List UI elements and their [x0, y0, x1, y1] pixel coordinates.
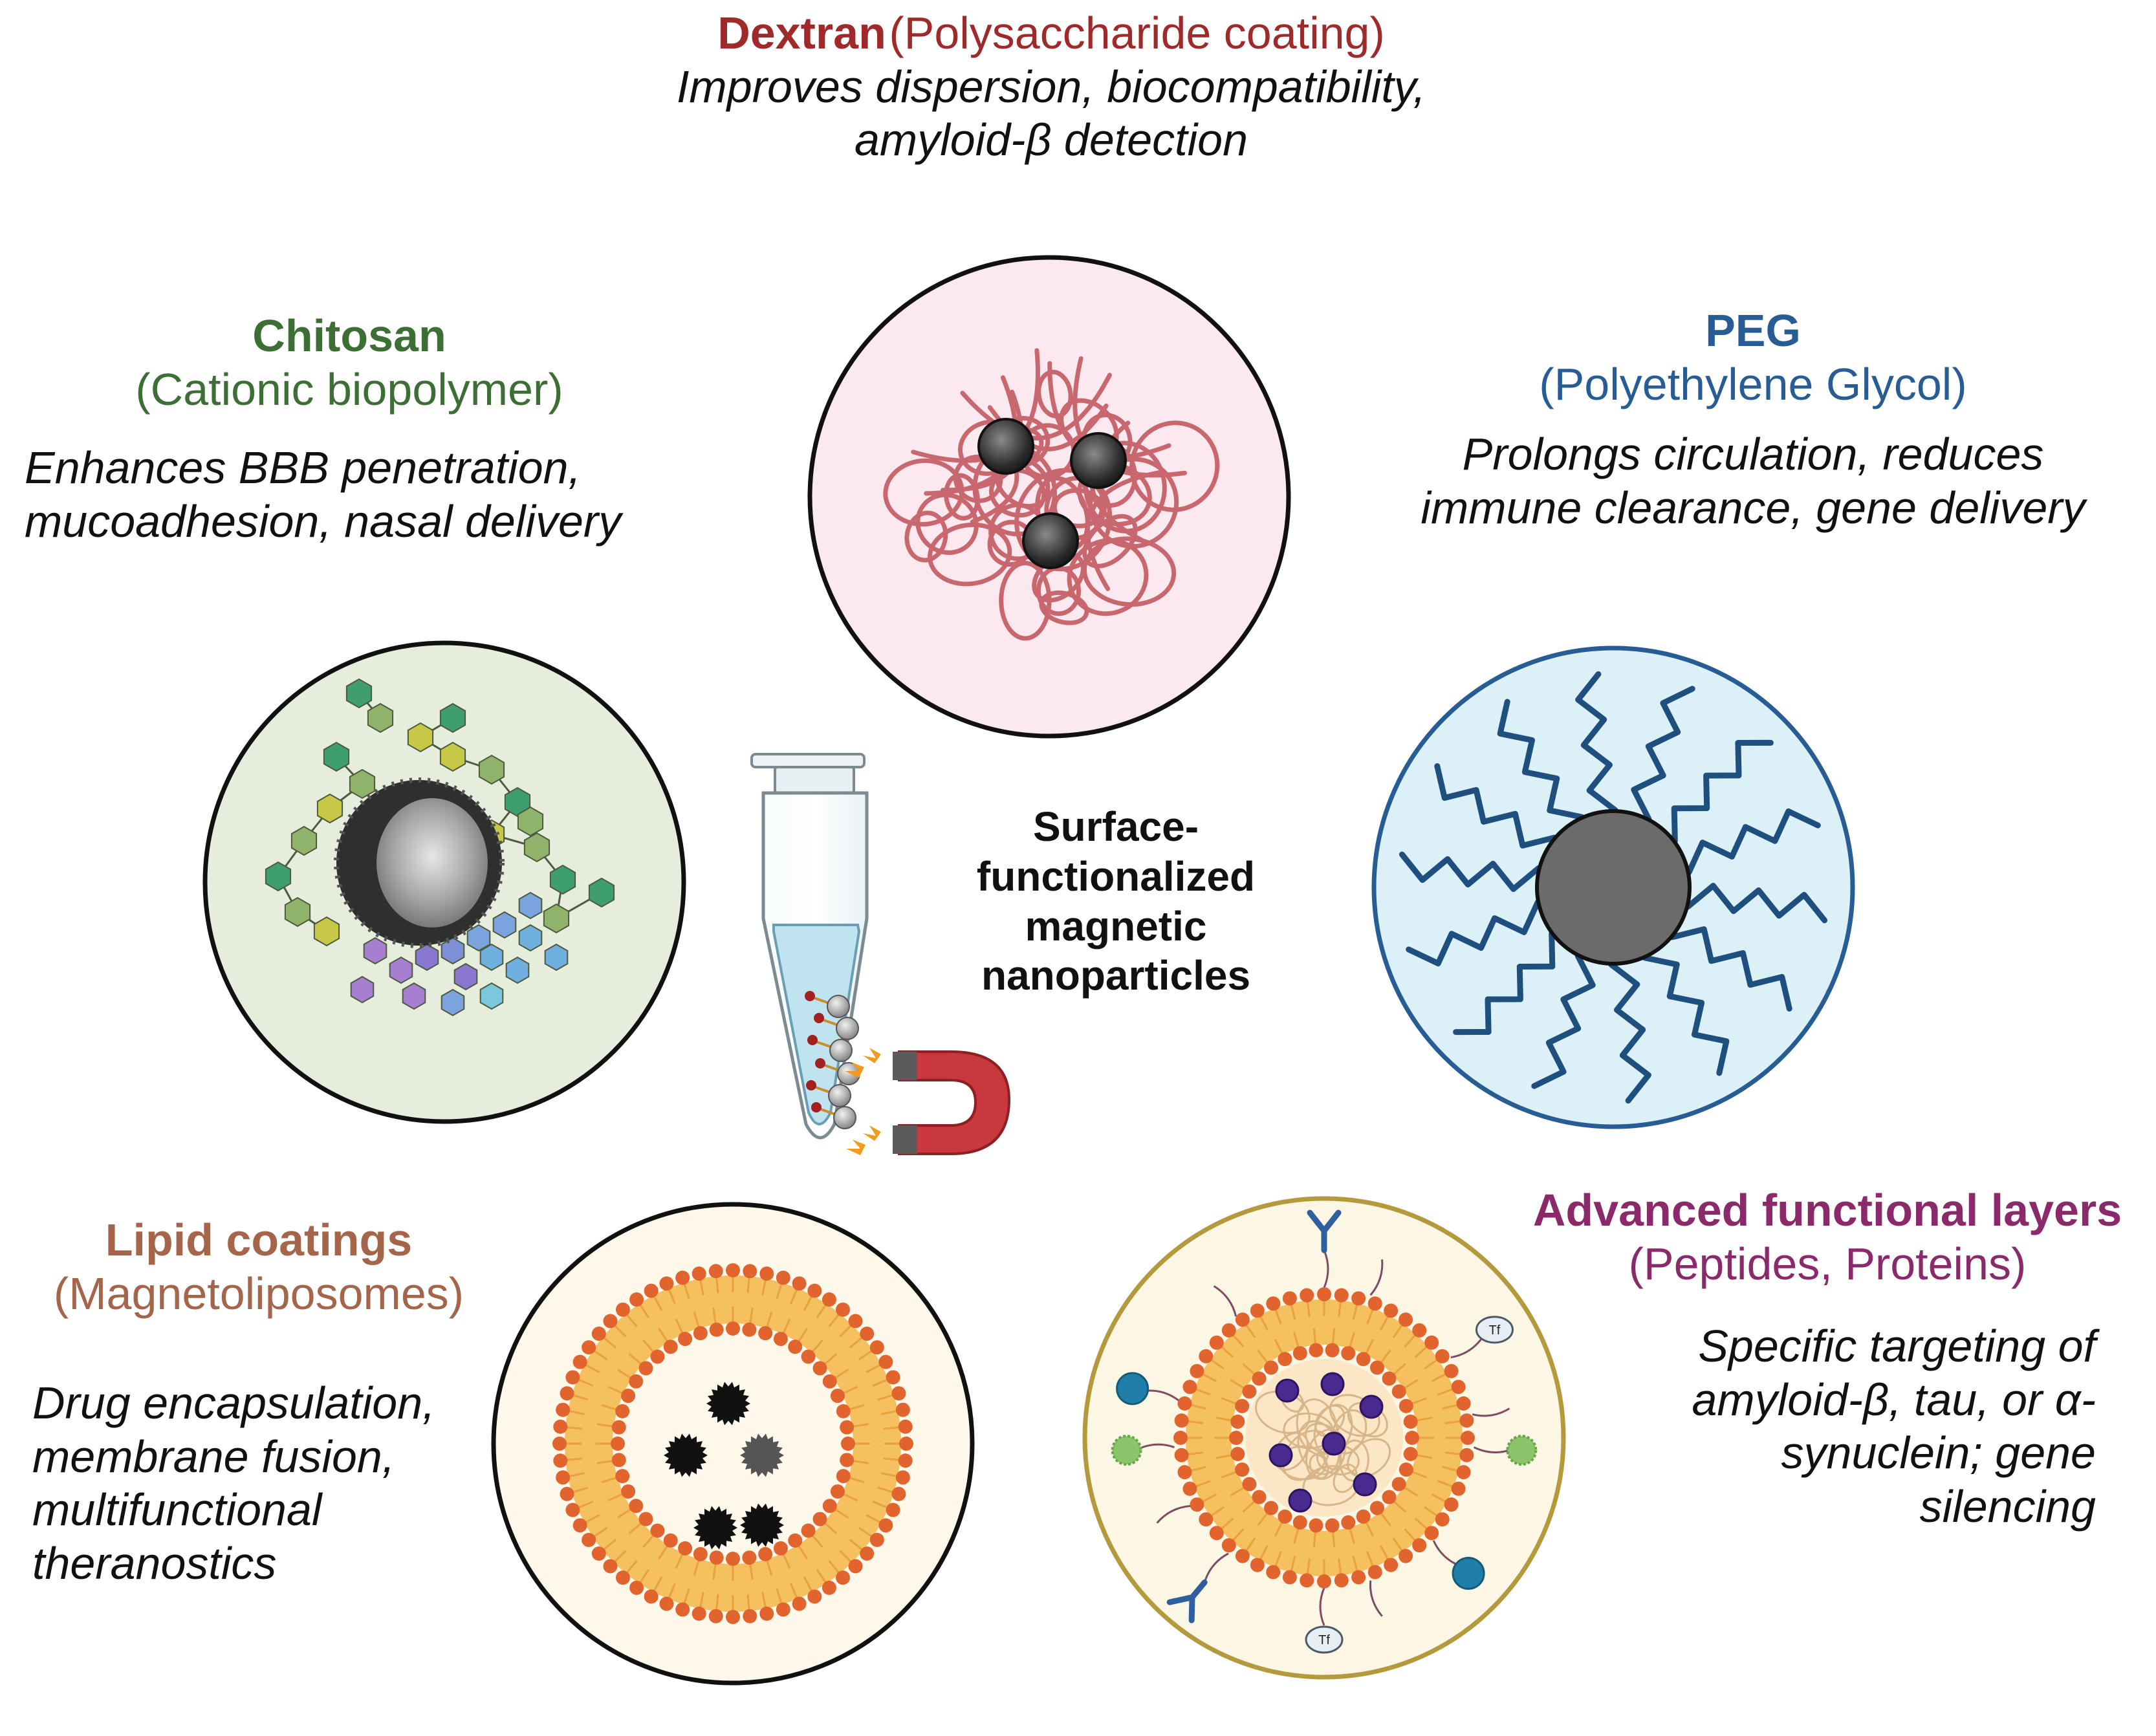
advanced-label-block: Advanced functional layers (Peptides, Pr…	[1507, 1184, 2148, 1290]
microcentrifuge-tube-icon	[750, 753, 869, 1140]
antibody-icon	[1307, 1210, 1342, 1253]
lipid-subtitle: (Magnetoliposomes)	[53, 1268, 464, 1319]
chitosan-label-block: Chitosan (Cationic biopolymer)	[13, 309, 686, 416]
advanced-desc-line-4: silencing	[1919, 1481, 2096, 1532]
peg-polymer-chains	[1399, 671, 1828, 1104]
chitosan-title: Chitosan	[252, 310, 446, 361]
transferrin-icon	[1305, 1625, 1344, 1654]
horseshoe-magnet-icon	[845, 1048, 1011, 1155]
chitosan-subtitle: (Cationic biopolymer)	[135, 363, 563, 415]
lipid-bilayer	[552, 1263, 913, 1624]
dextran-label-block: Dextran (Polysaccharide coating) Improve…	[517, 6, 1585, 167]
center-label-line-3: magnetic	[1025, 902, 1207, 949]
lipid-desc-line-3: multifunctional	[32, 1484, 322, 1535]
dextran-circle	[807, 255, 1291, 739]
transferrin-icon	[1475, 1316, 1514, 1344]
lipid-label-block: Lipid coatings (Magnetoliposomes)	[13, 1213, 505, 1320]
chitosan-circle	[202, 640, 686, 1124]
lipid-title: Lipid coatings	[105, 1215, 413, 1265]
dextran-desc-line-2: amyloid-β detection	[854, 114, 1248, 166]
advanced-desc-line-1: Specific targeting of	[1698, 1321, 2096, 1371]
center-label-line-4: nanoparticles	[981, 952, 1251, 999]
antibody-icon	[1166, 1579, 1208, 1623]
center-label: Surface- functionalized magnetic nanopar…	[964, 802, 1268, 1001]
transferrin-label: Tf	[1489, 1323, 1501, 1338]
chitosan-desc-line-2: mucoadhesion, nasal delivery	[25, 495, 622, 547]
chitosan-desc-block: Enhances BBB penetration, mucoadhesion, …	[25, 441, 736, 548]
dextran-subtitle: (Polysaccharide coating)	[889, 8, 1385, 58]
peg-core-nanoparticle	[1535, 809, 1692, 966]
center-label-line-1: Surface-	[1032, 803, 1199, 850]
magnetic-beads	[805, 991, 860, 1129]
lipid-desc-line-1: Drug encapsulation,	[32, 1378, 435, 1428]
advanced-title: Advanced functional layers	[1532, 1185, 2122, 1235]
iron-oxide-core-dark	[977, 418, 1127, 569]
advanced-core-payload	[1245, 1359, 1403, 1517]
lipid-circle	[491, 1202, 975, 1686]
transferrin-label: Tf	[1318, 1633, 1330, 1647]
peg-title: PEG	[1705, 305, 1801, 356]
peg-circle	[1371, 646, 1855, 1129]
advanced-subtitle: (Peptides, Proteins)	[1628, 1238, 2027, 1289]
chitosan-desc-line-1: Enhances BBB penetration,	[25, 442, 582, 493]
lipid-desc-line-2: membrane fusion,	[32, 1431, 395, 1482]
lipid-desc-block: Drug encapsulation, membrane fusion, mul…	[32, 1376, 511, 1590]
advanced-desc-line-2: amyloid-β, tau, or α-	[1692, 1374, 2096, 1425]
dextran-desc-line-1: Improves dispersion, biocompatibility,	[676, 61, 1426, 112]
dextran-title: Dextran	[717, 8, 886, 58]
advanced-desc-line-3: synuclein; gene	[1781, 1427, 2096, 1479]
peg-desc-line-2: immune clearance, gene delivery	[1421, 482, 2085, 533]
magnetic-cores	[664, 1382, 784, 1550]
peg-desc-line-1: Prolongs circulation, reduces	[1462, 429, 2044, 480]
advanced-bilayer	[1173, 1287, 1475, 1589]
peg-label-block: PEG (Polyethylene Glycol) Prolongs circu…	[1358, 304, 2148, 534]
lipid-desc-line-4: theranostics	[32, 1537, 277, 1589]
chitosan-core-nanoparticle	[334, 777, 505, 948]
peg-subtitle: (Polyethylene Glycol)	[1539, 358, 1967, 409]
advanced-desc-block: Specific targeting of amyloid-β, tau, or…	[1578, 1319, 2096, 1533]
center-label-line-2: functionalized	[976, 852, 1256, 900]
